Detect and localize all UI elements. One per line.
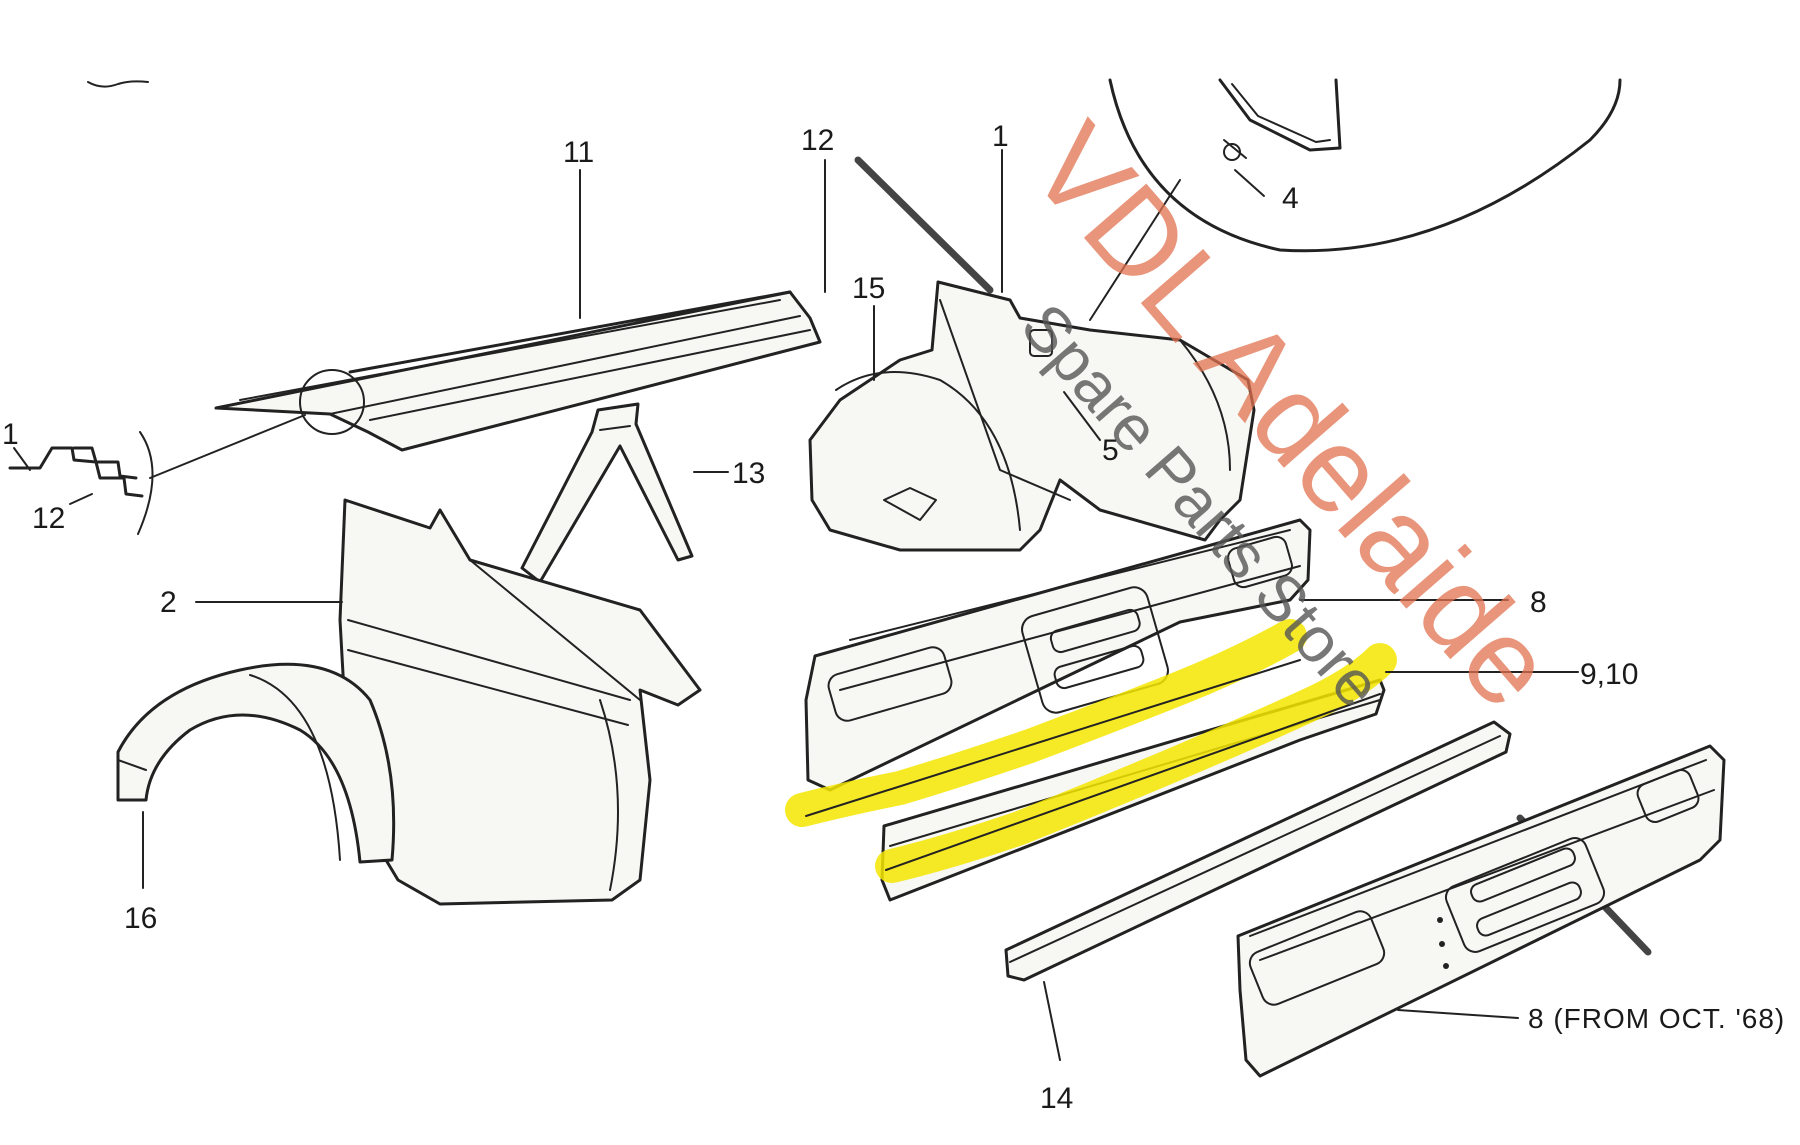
callout-12-top: 12	[801, 124, 834, 157]
callout-2: 2	[160, 586, 177, 619]
callout-12-left: 12	[32, 502, 65, 535]
leader-lines	[142, 149, 1579, 1061]
part-14-lower-strip	[1004, 720, 1512, 982]
part-8-oct68-rear-panel	[1236, 744, 1726, 1078]
callout-1-top: 1	[992, 120, 1009, 153]
part-8-rear-panel	[804, 518, 1312, 792]
callout-4: 4	[1282, 182, 1299, 215]
callout-8: 8	[1530, 586, 1547, 619]
callout-14: 14	[1040, 1082, 1073, 1115]
part-1-inner-panel	[808, 280, 1256, 552]
part-2-quarter-panel	[338, 498, 702, 906]
detail-circle-spare-wheel	[1089, 78, 1622, 321]
callout-1-left: 1	[2, 418, 19, 451]
corner-scribble	[87, 80, 149, 88]
callout-8-oct68: 8 (FROM OCT. '68)	[1528, 1003, 1785, 1034]
highlight-stroke-lower	[875, 643, 1397, 883]
callout-9-10: 9,10	[1580, 658, 1638, 691]
callout-16: 16	[124, 902, 157, 935]
detail-section-profile	[8, 414, 306, 535]
callout-15: 15	[852, 272, 885, 305]
part-16-wheel-arch	[116, 662, 396, 864]
callout-5: 5	[1102, 434, 1119, 467]
pointer-line-upper	[854, 156, 994, 294]
callout-13: 13	[732, 457, 765, 490]
part-11-rear-shelf	[214, 290, 822, 452]
callout-11: 11	[563, 136, 594, 169]
part-13-bracket	[520, 402, 694, 584]
